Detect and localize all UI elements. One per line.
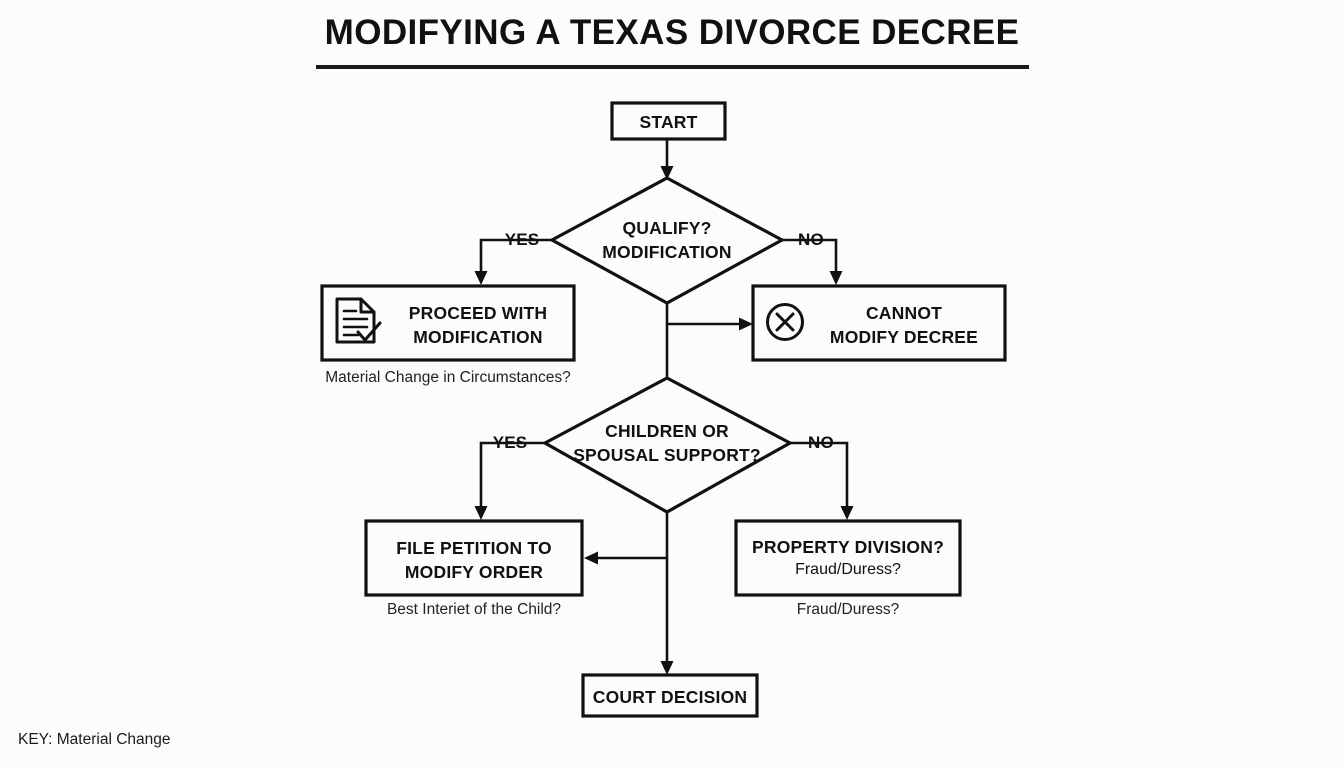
- edge-label-qualify-no: NO: [798, 230, 824, 249]
- node-petition-label-line2: MODIFY ORDER: [404, 562, 544, 582]
- connector-start-to-qualify: [660, 139, 674, 180]
- node-support-decision[interactable]: [541, 376, 794, 514]
- caption-fraud-duress: Fraud/Duress?: [796, 601, 900, 618]
- connector-support-to-decision: [660, 512, 674, 675]
- node-property-division[interactable]: [734, 519, 962, 597]
- connector-spine-to-cannot: [667, 317, 753, 331]
- edge-label-support-no: NO: [808, 433, 834, 452]
- caption-material-change: Material Change in Circumstances?: [325, 369, 571, 386]
- node-start[interactable]: [610, 101, 727, 141]
- legend-key: KEY: Material Change: [18, 731, 171, 748]
- node-cannot-modify-decree[interactable]: [751, 284, 1007, 362]
- edge-label-support-yes: YES: [492, 433, 528, 452]
- title-block: MODIFYING A TEXAS DIVORCE DECREE: [0, 13, 1344, 69]
- page-title: MODIFYING A TEXAS DIVORCE DECREE: [324, 13, 1020, 52]
- connector-spine-to-petition: [584, 551, 667, 565]
- connector-support-yes: [474, 441, 545, 520]
- node-decision-label: COURT DECISION: [592, 687, 748, 707]
- connector-qualify-no: [782, 238, 843, 285]
- document-check-icon: [335, 297, 382, 344]
- connector-support-no: [790, 441, 854, 520]
- node-start-label: START: [639, 112, 698, 132]
- node-qualify-label-line1: QUALIFY?: [622, 218, 712, 238]
- node-petition-label-line1: FILE PETITION TO: [396, 538, 552, 558]
- circle-x-icon: [766, 303, 804, 341]
- node-file-petition[interactable]: [364, 519, 584, 597]
- node-cannot-label-line2: MODIFY DECREE: [829, 327, 979, 347]
- node-proceed-label-line2: MODIFICATION: [413, 327, 543, 347]
- node-property-label-line1: PROPERTY DIVISION?: [752, 537, 944, 557]
- title-divider: [315, 64, 1029, 69]
- node-support-label-line1: CHILDREN OR: [605, 421, 729, 441]
- node-property-label-line2: Fraud/Duress?: [795, 561, 901, 578]
- node-cannot-label-line1: CANNOT: [865, 303, 943, 323]
- node-qualify-decision[interactable]: [548, 176, 786, 305]
- connector-qualify-yes: [474, 238, 552, 285]
- node-proceed-with-modification[interactable]: [320, 284, 576, 362]
- caption-best-interest: Best Interiet of the Child?: [386, 601, 562, 618]
- edge-label-qualify-yes: YES: [504, 230, 540, 249]
- node-court-decision[interactable]: [581, 673, 759, 718]
- node-support-label-line2: SPOUSAL SUPPORT?: [573, 445, 761, 465]
- node-proceed-label-line1: PROCEED WITH: [408, 303, 548, 323]
- node-qualify-label-line2: MODIFICATION: [602, 242, 732, 262]
